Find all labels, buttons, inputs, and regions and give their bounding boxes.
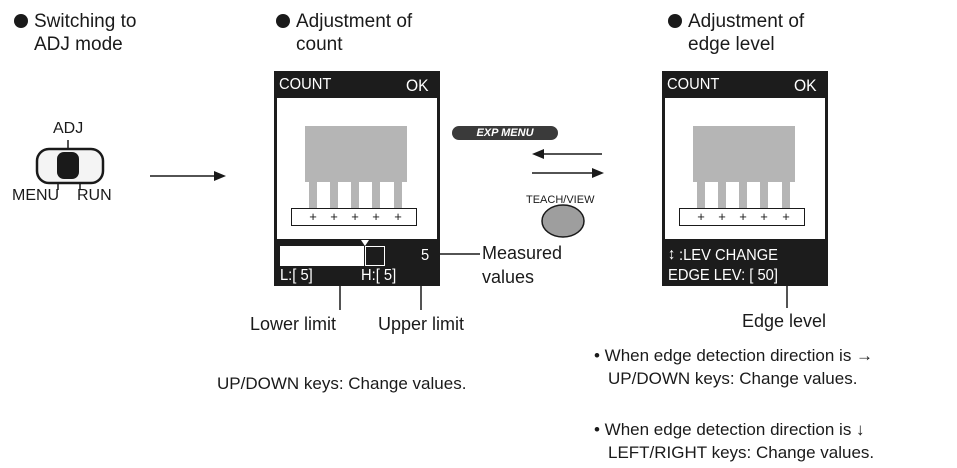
target-stripe — [330, 182, 338, 226]
bullet-icon — [14, 14, 28, 28]
exp-menu-badge[interactable] — [452, 126, 558, 140]
count-screen: COUNT OK + + + + + 5 L:[ 5] H:[ 5] — [274, 71, 440, 286]
heading-adjustment-of-edge-level: Adjustment of edge level — [668, 10, 804, 56]
count-note: UP/DOWN keys: Change values. — [217, 374, 467, 393]
upper-limit-label: Upper limit — [378, 314, 465, 334]
mode-switch[interactable] — [35, 140, 105, 190]
edge-mark: + — [351, 209, 359, 224]
detection-window — [679, 208, 805, 226]
arrow-left — [532, 149, 602, 159]
edge-mark: + — [697, 209, 705, 224]
exp-menu-label: EXP MENU — [476, 127, 534, 139]
measured-values-label: Measured values — [482, 243, 563, 287]
edge-mark: + — [760, 209, 768, 224]
arrow-right-2 — [532, 168, 604, 178]
lower-limit-label: Lower limit — [250, 314, 337, 334]
count-screen-image-area: + + + + + — [277, 98, 437, 239]
edge-mark: + — [309, 209, 317, 224]
edge-note-horizontal: • When edge detection direction is → UP/… — [594, 346, 874, 388]
target-stripe — [760, 182, 768, 226]
edge-mark: + — [782, 209, 790, 224]
switch-adj-label: ADJ — [53, 120, 84, 137]
heading-switching-adj-mode: Switching to ADJ mode — [14, 10, 136, 56]
edge-lev-change-text: :LEV CHANGE — [679, 247, 778, 264]
count-upper-limit-value: H:[ 5] — [361, 267, 397, 284]
bullet-icon — [668, 14, 682, 28]
target-stripe — [697, 182, 705, 226]
count-level-bar — [280, 246, 364, 266]
heading-adjustment-of-count: Adjustment of count — [276, 10, 412, 56]
edge-mark: + — [372, 209, 380, 224]
count-screen-status: OK — [406, 76, 429, 95]
target-stripe — [351, 182, 359, 226]
edge-screen-title: COUNT — [667, 76, 720, 93]
detection-window — [291, 208, 417, 226]
bullet-icon — [276, 14, 290, 28]
target-stripe — [372, 182, 380, 226]
count-measured-value: 5 — [421, 247, 430, 264]
count-screen-title: COUNT — [279, 76, 332, 93]
edge-mark: + — [718, 209, 726, 224]
target-stripe — [739, 182, 747, 226]
count-lower-limit-value: L:[ 5] — [280, 267, 313, 284]
target-object — [305, 126, 407, 182]
edge-screen: COUNT OK + + + + + ↕ :LEV CHANGE EDGE LE… — [662, 71, 828, 286]
edge-level-label: Edge level — [742, 311, 827, 331]
arrow-right-1 — [150, 171, 226, 181]
teach-view-label: TEACH/VIEW — [526, 194, 595, 206]
target-stripe — [782, 182, 790, 226]
target-stripe — [394, 182, 402, 226]
updown-arrow-icon: ↕ — [668, 246, 676, 263]
edge-mark: + — [739, 209, 747, 224]
switch-run-label: RUN — [77, 187, 112, 204]
teach-view-button[interactable] — [541, 204, 585, 238]
switch-menu-label: MENU — [12, 187, 60, 204]
count-threshold-box — [365, 246, 385, 266]
edge-lev-value: EDGE LEV: [ 50] — [668, 267, 778, 284]
target-object — [693, 126, 795, 182]
edge-mark: + — [394, 209, 402, 224]
edge-mark: + — [330, 209, 338, 224]
target-stripe — [718, 182, 726, 226]
target-stripe — [309, 182, 317, 226]
edge-screen-status: OK — [794, 76, 817, 95]
edge-note-vertical: • When edge detection direction is ↓ LEF… — [594, 420, 875, 462]
edge-screen-image-area: + + + + + — [665, 98, 825, 239]
threshold-marker-icon — [361, 240, 369, 246]
